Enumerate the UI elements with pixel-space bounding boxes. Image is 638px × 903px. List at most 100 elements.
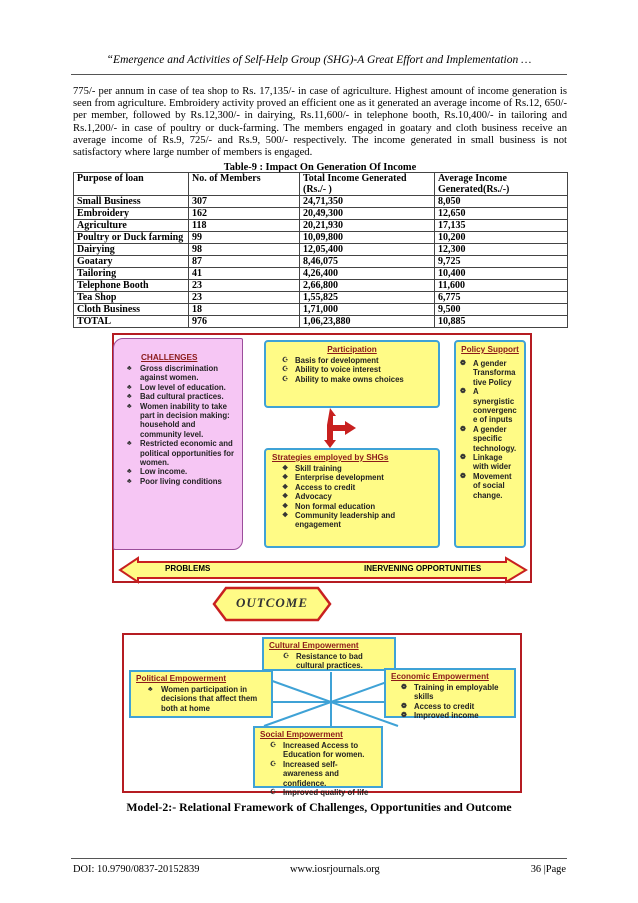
table-cell: Embroidery — [73, 207, 189, 220]
cultural-list: ☪Resistance to bad cultural practices. — [283, 652, 389, 671]
list-item-text: Enterprise development — [295, 473, 384, 483]
problems-opportunities-arrow — [118, 556, 528, 584]
strategies-box: Strategies employed by SHGs ❖ Skill train… — [264, 448, 440, 548]
bullet-icon: ❖ — [282, 512, 289, 520]
table-header-cell: Average Income Generated(Rs./-) — [434, 172, 568, 196]
table-cell: 10,09,800 — [299, 231, 435, 244]
list-item-text: Improved income — [414, 711, 479, 721]
bullet-icon: ❖ — [282, 502, 289, 510]
table-cell: 10,200 — [434, 231, 568, 244]
body-paragraph: 775/- per annum in case of tea shop to R… — [73, 86, 567, 159]
table-cell: 12,05,400 — [299, 243, 435, 256]
diagram-lower-frame — [122, 633, 522, 793]
table-cell: Tea Shop — [73, 291, 189, 304]
bullet-icon: ❖ — [282, 483, 289, 491]
political-title: Political Empowerment — [136, 674, 227, 683]
table-cell: TOTAL — [73, 315, 189, 328]
header-rule — [71, 74, 567, 75]
table-cell: 9,500 — [434, 303, 568, 316]
list-item-text: Ability to make owns choices — [295, 374, 404, 384]
economic-title: Economic Empowerment — [391, 672, 489, 681]
table-cell: 99 — [188, 231, 300, 244]
outcome-label: OUTCOME — [235, 595, 308, 610]
list-item: ☪Ability to voice interest — [282, 365, 432, 374]
list-item: ❁A gender specific technology. — [460, 425, 520, 453]
diagram-caption: Model-2:- Relational Framework of Challe… — [126, 800, 512, 814]
bullet-icon: ☪ — [270, 760, 277, 768]
economic-box: Economic Empowerment ❁Training in employ… — [384, 668, 516, 721]
participation-list: ☪Basis for development☪Ability to voice … — [282, 356, 432, 384]
red-cross-arrow — [324, 408, 356, 448]
table-cell: Cloth Business — [73, 303, 189, 316]
table-cell: 10,400 — [434, 267, 568, 280]
table-cell: 41 — [188, 267, 300, 280]
list-item: ❁A gender Transforma tive Policy — [460, 359, 520, 387]
political-list: ♣Women participation in decisions that a… — [148, 685, 266, 713]
table-cell: 24,71,350 — [299, 195, 435, 208]
bullet-icon: ☪ — [282, 357, 289, 364]
bullet-icon: ♣ — [127, 365, 132, 372]
table-header-cell: Total Income Generated (Rs./- ) — [299, 172, 435, 196]
list-item: ❁A synergistic convergenc e of inputs — [460, 387, 520, 425]
bullet-icon: ♣ — [127, 383, 132, 391]
bullet-icon: ❁ — [460, 472, 466, 480]
participation-title: Participation — [327, 345, 377, 354]
policy-box: Policy Support ❁A gender Transforma tive… — [454, 340, 526, 548]
table-title: Table-9 : Impact On Generation Of Income — [223, 162, 417, 173]
list-item: ❖Community leadership and engagement — [282, 511, 432, 530]
list-item: ♣Bad cultural practices. — [127, 392, 236, 401]
cultural-box: Cultural Empowerment ☪Resistance to bad … — [262, 637, 396, 671]
bullet-icon: ❖ — [282, 474, 289, 482]
bullet-icon: ♣ — [127, 468, 132, 476]
policy-title: Policy Support — [461, 345, 519, 354]
list-item-text: Gross discrimination against women. — [140, 364, 218, 383]
bullet-icon: ❖ — [282, 493, 289, 501]
list-item-text: Ability to voice interest — [295, 365, 381, 375]
list-item-text: Women participation in decisions that af… — [161, 685, 258, 713]
table-cell: 98 — [188, 243, 300, 256]
list-item: ❖Advocacy — [282, 492, 432, 501]
table-cell: 4,26,400 — [299, 267, 435, 280]
list-item: ♣Low level of education. — [127, 383, 236, 392]
table-cell: Agriculture — [73, 219, 189, 232]
list-item: ☪Basis for development — [282, 356, 432, 365]
list-item-text: Linkage with wider — [473, 453, 512, 472]
list-item-text: Increased Access to Education for women. — [283, 741, 365, 760]
list-item-text: Skill training — [295, 464, 342, 473]
empowerment-connector — [256, 672, 406, 732]
list-item-text: Movement of social change. — [473, 471, 512, 500]
list-item-text: Non formal education — [295, 501, 376, 511]
footer-page: 36 |Page — [530, 864, 566, 875]
list-item: ♣Low income. — [127, 467, 236, 476]
table-cell: 12,650 — [434, 207, 568, 220]
list-item-text: Improved quality of life — [283, 788, 369, 798]
social-box: Social Empowerment ☪ Increased Access to … — [253, 726, 383, 797]
bullet-icon: ☪ — [270, 742, 277, 749]
table-cell: Small Business — [73, 195, 189, 208]
list-item: ♣Women inability to take part in decisio… — [127, 402, 236, 440]
strategies-title: Strategies employed by SHGs — [272, 453, 389, 462]
table-cell: Poultry or Duck farming — [73, 231, 189, 244]
table-cell: 162 — [188, 207, 300, 220]
list-item-text: A synergistic convergenc e of inputs — [473, 387, 517, 425]
table-cell: 6,775 — [434, 291, 568, 304]
participation-box: Participation ☪Basis for development☪Abi… — [264, 340, 440, 408]
list-item-text: Resistance to bad cultural practices. — [296, 652, 363, 671]
table-cell: Dairying — [73, 243, 189, 256]
table-header-cell: No. of Members — [188, 172, 300, 196]
table-cell: 307 — [188, 195, 300, 208]
strategies-list: ❖Skill training❖Enterprise development❖A… — [282, 464, 432, 530]
challenges-title: CHALLENGES — [141, 353, 198, 362]
list-item: ❁Access to credit — [401, 702, 509, 711]
list-item-text: Access to credit — [295, 482, 356, 492]
table-cell: 976 — [188, 315, 300, 328]
economic-list: ❁Training in employable skills❁Access to… — [401, 683, 509, 721]
list-item-text: Training in employable skills — [414, 683, 499, 702]
social-title: Social Empowerment — [260, 730, 343, 739]
list-item: ❖ Access to credit — [282, 483, 432, 492]
list-item: ❖ Non formal education — [282, 502, 432, 511]
